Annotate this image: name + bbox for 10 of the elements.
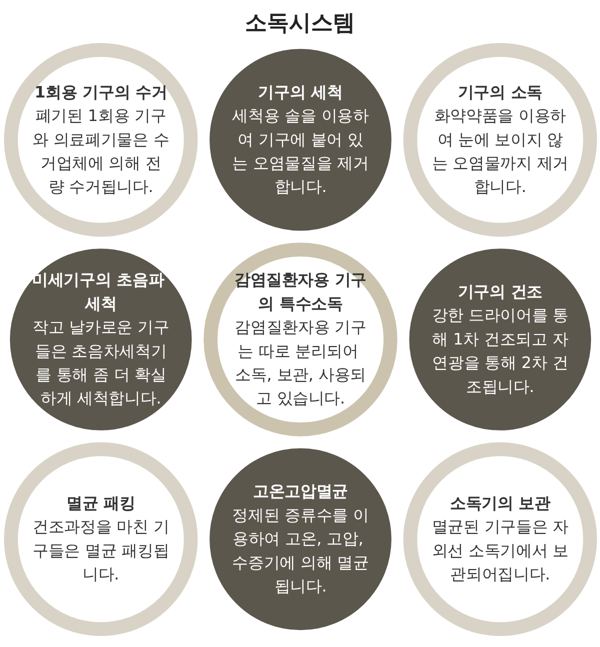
node-circle: 1회용 기구의 수거 폐기된 1회용 기구와 의료폐기물은 수거업체에 의해 전량 수거됩니다. [3,42,198,237]
node-circle: 기구의 세척 세척용 솔을 이용하여 기구에 붙어 있는 오염물질을 제거합니다. [209,48,391,231]
title: 소독시스템 [244,10,356,38]
node-circle: 감염질환자용 기구의 특수소독 감염질환자용 기구는 따로 분리되어 소독, 보관, 사용되고 있습니다. [203,242,397,436]
node-circle: 소독기의 보관 멸균된 기구들은 자외선 소독기에서 보관되어집니다. [402,442,597,636]
node-circle: 기구의 건조 강한 드라이어를 통해 1차 건조되고 자연광을 통해 2차 건조됩니다. [408,248,591,430]
node-circle: 기구의 소독 화약약품을 이용하여 눈에 보이지 않는 오염물까지 제거합니다. [402,42,597,237]
node-circle: 고온고압멸균 정제된 증류수를 이용하여 고온, 고압, 수증기에 의해 멸균됩니다. [209,448,391,630]
node-circle: 멸균 패킹 건조과정을 마친 기구들은 멸균 패킹됩니다. [3,442,198,636]
node-circle: 미세기구의 초음파 세척 작고 날카로운 기구들은 초음차세척기를 통해 좀 더 확실하게 세척합니다. [9,248,192,430]
